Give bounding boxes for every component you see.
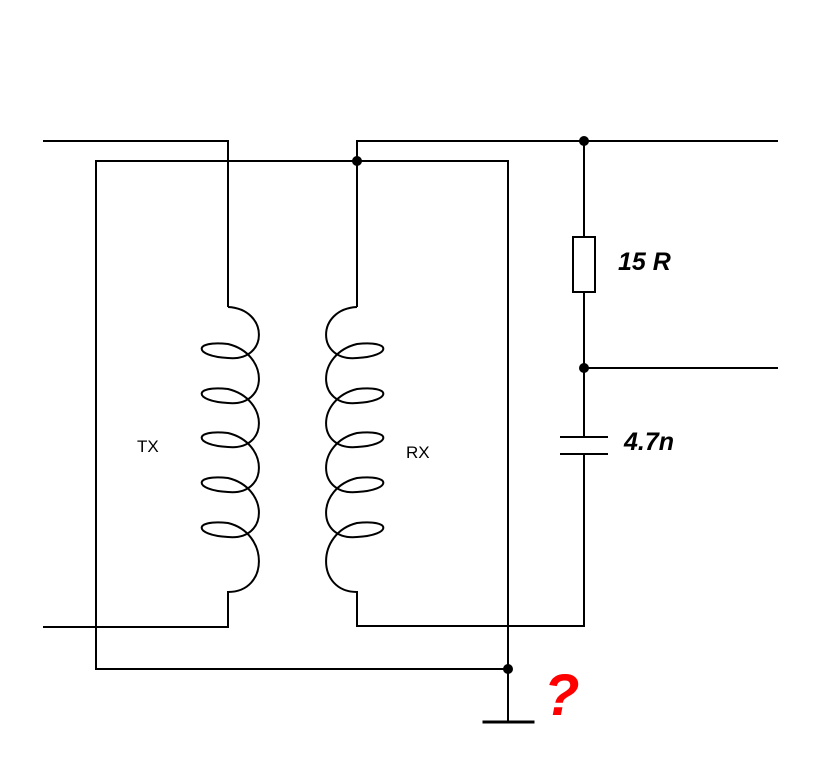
rx-top-lead <box>356 140 778 307</box>
rx-bottom-lead <box>356 453 585 627</box>
resistor-body <box>572 236 596 293</box>
resistor-value-label: 15 R <box>618 248 671 276</box>
tx-bottom-lead <box>43 591 229 628</box>
rx-coil-winding <box>325 306 385 593</box>
junction-dot-mid-right <box>579 363 589 373</box>
rx-label: RX <box>406 443 430 462</box>
tx-coil-winding <box>200 306 260 593</box>
tx-label: TX <box>137 437 159 456</box>
tx-top-lead <box>43 140 229 307</box>
tx-coil-inductor <box>200 306 260 593</box>
junction-dot-ground <box>503 664 513 674</box>
rx-coil-inductor <box>325 306 385 593</box>
junction-dot-top-right <box>579 136 589 146</box>
junction-dot-rx-top <box>352 156 362 166</box>
ground-question-mark: ? <box>544 663 580 728</box>
shield-frame <box>95 160 509 670</box>
capacitor-value-label: 4.7n <box>624 428 675 456</box>
